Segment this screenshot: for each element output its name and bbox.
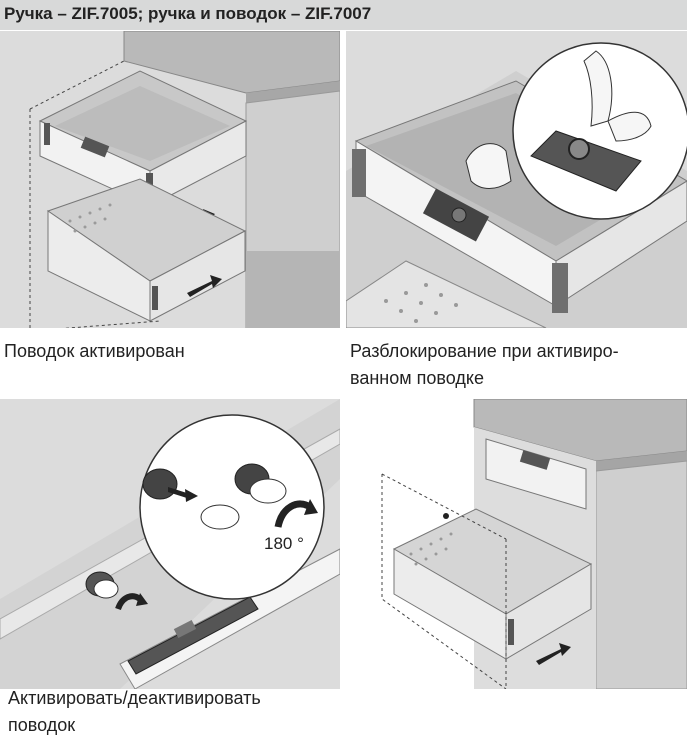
illustration-drawer-pull-out xyxy=(346,399,687,689)
illustration-activate-toggle: 180 ° xyxy=(0,399,340,689)
caption-activate-toggle: Активировать/деактивировать поводок xyxy=(8,685,338,739)
caption-line: поводок xyxy=(8,715,76,735)
illustration-unlock-handle xyxy=(346,31,687,328)
page-header: Ручка – ZIF.7005; ручка и поводок – ZIF.… xyxy=(0,0,687,30)
illustration-drawer-activated xyxy=(0,31,340,328)
rotation-angle-label: 180 ° xyxy=(264,534,304,553)
caption-unlock-handle: Разблокирование при активиро- ванном пов… xyxy=(350,338,684,392)
caption-line: Активировать/деактивировать xyxy=(8,688,261,708)
caption-line: Поводок активирован xyxy=(4,341,185,361)
caption-line: ванном поводке xyxy=(350,368,484,388)
caption-drawer-activated: Поводок активирован xyxy=(4,338,334,365)
page-title: Ручка – ZIF.7005; ручка и поводок – ZIF.… xyxy=(4,4,372,23)
caption-line: Разблокирование при активиро- xyxy=(350,341,619,361)
